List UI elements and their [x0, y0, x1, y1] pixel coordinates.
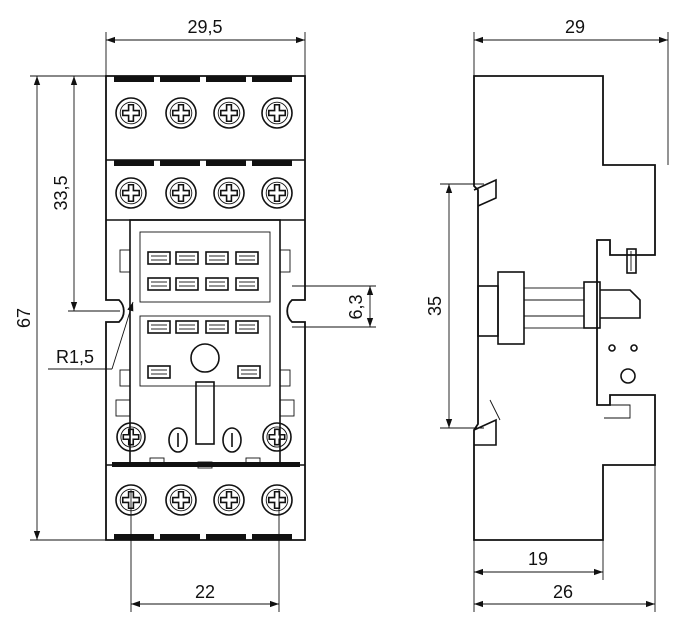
screw-icon: [165, 484, 197, 516]
screw-icon: [213, 484, 245, 516]
front-view: [105, 75, 306, 541]
dim-base-depth: 26: [553, 582, 573, 602]
center-knob: [190, 343, 220, 373]
contact-slot: [147, 277, 171, 291]
side-dimensions: 29 35 19 26: [425, 17, 669, 612]
contact-slot: [147, 251, 171, 265]
dim-radius: R1,5: [56, 347, 94, 367]
terminal-screws: [115, 97, 293, 516]
contact-slot: [205, 251, 229, 265]
screw-icon: [261, 97, 293, 129]
contact-slot: [205, 320, 229, 334]
screw-icon: [165, 177, 197, 209]
screw-icon: [213, 97, 245, 129]
contact-slot: [175, 320, 199, 334]
contact-slot: [205, 277, 229, 291]
contact-slot: [147, 365, 171, 379]
screw-icon: [261, 177, 293, 209]
dim-pin-spacing: 22: [195, 582, 215, 602]
dim-side-depth: 29: [565, 17, 585, 37]
release-lever: [195, 381, 215, 445]
contact-slot: [235, 251, 259, 265]
dim-inner-depth: 19: [528, 549, 548, 569]
dim-front-width: 29,5: [187, 17, 222, 37]
dim-upper-offset: 33,5: [51, 175, 71, 210]
dim-slot-height: 6,3: [346, 294, 366, 319]
screw-icon: [115, 97, 147, 129]
screw-icon: [262, 422, 292, 452]
contact-slot: [175, 251, 199, 265]
screw-icon: [165, 97, 197, 129]
contact-slot: [237, 365, 261, 379]
dim-front-height: 67: [14, 308, 34, 328]
contact-slot: [235, 320, 259, 334]
screw-icon: [116, 422, 146, 452]
side-view: [473, 75, 656, 541]
front-dimensions: 29,5 67 33,5 6,3 R1,5 22: [14, 17, 376, 612]
dim-rail-width: 35: [425, 296, 445, 316]
contact-slot: [147, 320, 171, 334]
contact-slots: [147, 251, 261, 379]
contact-slot: [175, 277, 199, 291]
screw-icon: [213, 177, 245, 209]
contact-slot: [235, 277, 259, 291]
screw-icon: [115, 177, 147, 209]
